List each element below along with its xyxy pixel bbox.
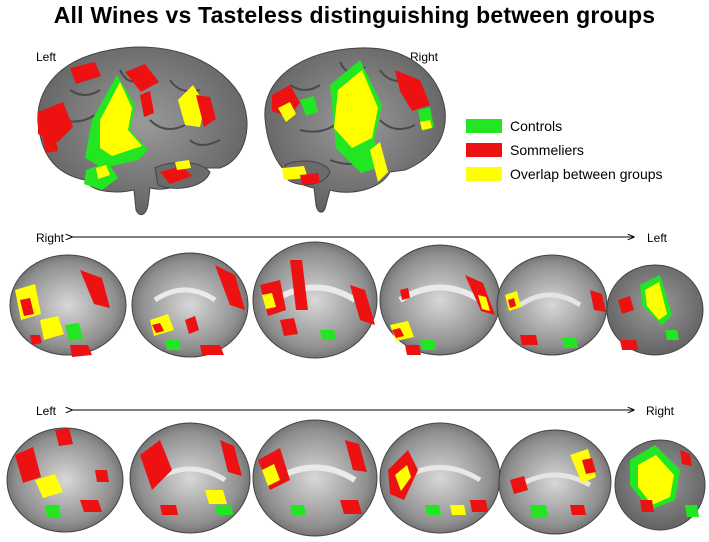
slice-row2-3: [252, 419, 378, 537]
slice-row2-4: [379, 422, 501, 534]
row1-end-label: Left: [647, 231, 668, 245]
slice-row1-3: [252, 241, 378, 359]
row2-slices: [6, 419, 706, 537]
legend-label-overlap: Overlap between groups: [510, 165, 663, 182]
legend-swatch-controls: [466, 118, 502, 133]
slice-row1-5: [496, 254, 608, 356]
slice-row1-4: [379, 244, 501, 356]
legend-swatch-overlap: [466, 166, 502, 181]
left-hemisphere-view: [37, 46, 248, 216]
legend-item-sommeliers: Sommeliers: [466, 139, 663, 160]
figure-title: All Wines vs Tasteless distinguishing be…: [53, 2, 656, 28]
left-view-label: Left: [36, 50, 57, 64]
row1-slices: [9, 241, 704, 359]
slice-row2-5: [498, 429, 612, 535]
legend-label-controls: Controls: [510, 117, 563, 134]
row1-start-label: Right: [36, 231, 65, 245]
legend-item-controls: Controls: [466, 115, 663, 136]
slice-row2-6: [614, 439, 706, 531]
slice-row2-2: [129, 422, 251, 534]
right-hemisphere-view: [264, 47, 446, 213]
right-view-label: Right: [410, 50, 439, 64]
legend-label-sommeliers: Sommeliers: [510, 141, 584, 158]
slice-row1-1: [9, 254, 127, 357]
row2-start-label: Left: [36, 404, 57, 418]
row2-end-label: Right: [646, 404, 675, 418]
legend-item-overlap: Overlap between groups: [466, 163, 663, 184]
slice-row1-2: [131, 252, 249, 358]
legend-swatch-sommeliers: [466, 142, 502, 157]
legend: Controls Sommeliers Overlap between grou…: [466, 115, 663, 187]
slice-row1-6: [606, 264, 704, 356]
slice-row2-1: [6, 427, 124, 533]
